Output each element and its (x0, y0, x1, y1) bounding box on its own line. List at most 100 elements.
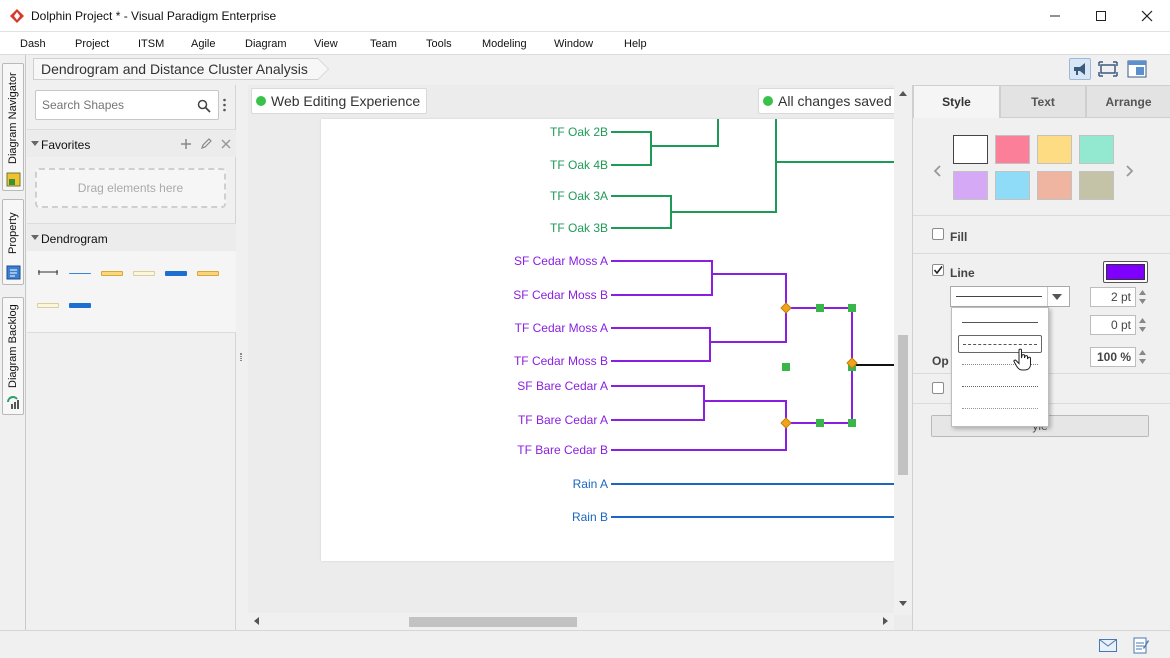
green-link[interactable] (611, 195, 672, 229)
announcement-button[interactable] (1069, 58, 1091, 80)
tab-property[interactable]: Property (2, 199, 24, 285)
shadow-checkbox[interactable] (932, 382, 944, 394)
line-style-option-solid[interactable] (958, 314, 1042, 332)
close-icon[interactable] (220, 138, 232, 150)
selection-handle[interactable] (780, 302, 792, 314)
selection-handle[interactable] (848, 419, 856, 427)
tab-style[interactable]: Style (913, 85, 1000, 118)
search-icon[interactable] (197, 99, 211, 113)
diagram-page[interactable]: TF Oak 2B TF Oak 4B TF Oak 3A TF Oak 3B SF C… (321, 119, 895, 561)
diagram-canvas[interactable]: TF Oak 2B TF Oak 4B TF Oak 3A TF Oak 3B SF C… (248, 85, 912, 630)
menu-window[interactable]: Window (554, 38, 594, 50)
color-swatch-pink[interactable] (995, 135, 1030, 164)
line-checkbox[interactable] (932, 264, 944, 276)
menu-agile[interactable]: Agile (191, 38, 216, 50)
scroll-right-icon[interactable] (883, 617, 889, 625)
minimize-button[interactable] (1032, 0, 1078, 32)
dendrogram-leaf-label[interactable]: SF Cedar Moss A (514, 254, 608, 268)
purple-link[interactable] (786, 307, 853, 424)
selection-handle[interactable] (816, 304, 824, 312)
color-swatch-lavender[interactable] (953, 171, 988, 200)
color-swatch-olive[interactable] (1079, 171, 1114, 200)
green-link[interactable] (651, 119, 719, 147)
line-spacing-stepper-icon[interactable] (1137, 315, 1148, 335)
purple-link[interactable] (611, 260, 713, 296)
color-swatch-sky[interactable] (995, 171, 1030, 200)
color-swatch-peach[interactable] (1037, 171, 1072, 200)
tab-diagram-backlog[interactable]: Diagram Backlog (2, 297, 24, 415)
purple-link[interactable] (704, 400, 787, 423)
breadcrumb[interactable]: Dendrogram and Distance Cluster Analysis (33, 58, 329, 80)
selection-handle[interactable] (780, 417, 792, 429)
dendrogram-leaf-label[interactable]: TF Oak 2B (550, 125, 608, 139)
color-swatch-mint[interactable] (1079, 135, 1114, 164)
dendrogram-leaf-label[interactable]: Rain A (573, 477, 608, 491)
favorites-drop-zone[interactable]: Drag elements here (35, 168, 226, 208)
line-width-stepper-icon[interactable] (1137, 287, 1148, 307)
line-style-option-dotted-wide[interactable] (958, 356, 1042, 374)
web-editing-status[interactable]: Web Editing Experience (251, 88, 428, 114)
purple-link[interactable] (710, 273, 787, 343)
menu-itsm[interactable]: ITSM (138, 38, 165, 50)
mail-icon[interactable] (1099, 639, 1117, 652)
fit-diagram-button[interactable] (1097, 58, 1119, 80)
line-style-option-dash-dot[interactable] (958, 400, 1042, 418)
add-icon[interactable] (180, 138, 192, 150)
dendrogram-leaf-label[interactable]: TF Cedar Moss B (514, 354, 608, 368)
vertical-scrollbar[interactable] (894, 85, 912, 615)
layout-button[interactable] (1126, 58, 1148, 80)
panel-splitter[interactable] (236, 85, 248, 630)
notes-icon[interactable] (1133, 636, 1149, 654)
dendrogram-leaf-label[interactable]: TF Oak 4B (550, 158, 608, 172)
cream-bar-shape-icon[interactable] (37, 303, 59, 308)
search-shapes-input[interactable] (42, 97, 192, 113)
color-swatch-white[interactable] (953, 135, 988, 164)
green-link[interactable] (611, 131, 652, 166)
line-color-picker[interactable] (1103, 261, 1148, 283)
dendrogram-diagram[interactable]: TF Oak 2B TF Oak 4B TF Oak 3A TF Oak 3B SF C… (321, 119, 895, 561)
dendrogram-bracket-shape-icon[interactable] (37, 269, 59, 277)
selection-handle[interactable] (848, 304, 856, 312)
blue-bar-shape-icon[interactable] (165, 271, 187, 276)
tab-text[interactable]: Text (1000, 85, 1086, 118)
fill-checkbox[interactable] (932, 228, 944, 240)
dendrogram-leaf-label[interactable]: TF Bare Cedar B (517, 443, 608, 457)
line-style-dropdown[interactable] (950, 286, 1070, 307)
more-options-icon[interactable] (223, 98, 226, 112)
dendrogram-leaf-label[interactable]: TF Cedar Moss A (515, 321, 608, 335)
purple-link[interactable] (611, 385, 705, 421)
dendrogram-leaf-label[interactable]: SF Bare Cedar A (517, 379, 608, 393)
menu-modeling[interactable]: Modeling (482, 38, 527, 50)
blue-bar-shape-icon[interactable] (69, 303, 91, 308)
chevron-left-icon[interactable] (932, 165, 944, 177)
menu-project[interactable]: Project (75, 38, 110, 50)
yellow-bar-shape-icon[interactable] (101, 271, 123, 276)
scroll-up-icon[interactable] (899, 91, 907, 97)
color-swatch-yellow[interactable] (1037, 135, 1072, 164)
opacity-field[interactable]: 100 % (1090, 347, 1136, 367)
edit-icon[interactable] (200, 138, 212, 150)
purple-link[interactable] (611, 327, 711, 362)
selection-handle[interactable] (846, 357, 858, 369)
dendrogram-leaf-label[interactable]: TF Oak 3B (550, 221, 608, 235)
menu-help[interactable]: Help (624, 38, 647, 50)
line-style-option-dotted[interactable] (958, 378, 1042, 396)
menu-diagram[interactable]: Diagram (245, 38, 287, 50)
menu-tools[interactable]: Tools (426, 38, 452, 50)
maximize-button[interactable] (1078, 0, 1124, 32)
purple-link[interactable] (611, 423, 787, 451)
horizontal-scrollbar[interactable] (248, 613, 894, 630)
dendrogram-leaf-label[interactable]: TF Oak 3A (550, 189, 608, 203)
close-button[interactable] (1124, 0, 1170, 32)
dendrogram-leaf-label[interactable]: Rain B (572, 510, 608, 524)
menu-team[interactable]: Team (370, 38, 397, 50)
scroll-left-icon[interactable] (254, 617, 260, 625)
vertical-scroll-thumb[interactable] (898, 335, 908, 475)
opacity-stepper-icon[interactable] (1137, 347, 1148, 367)
green-link[interactable] (671, 119, 777, 213)
line-style-option-dashed[interactable] (958, 335, 1042, 353)
line-width-field[interactable]: 2 pt (1090, 287, 1136, 307)
selection-handle[interactable] (816, 419, 824, 427)
dendrogram-leaf-label[interactable]: SF Cedar Moss B (513, 288, 608, 302)
dendrogram-leaf-label[interactable]: TF Bare Cedar A (518, 413, 608, 427)
